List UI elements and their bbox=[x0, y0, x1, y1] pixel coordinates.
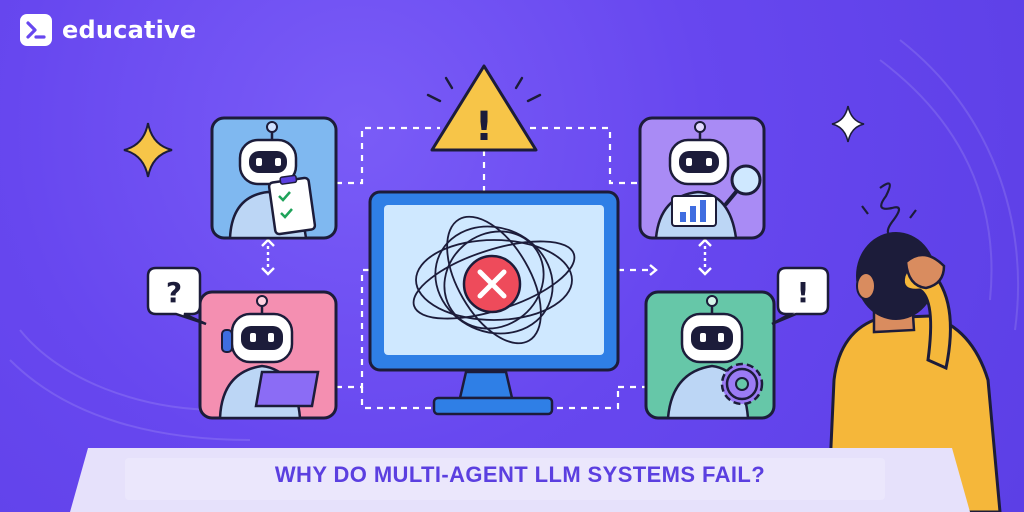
svg-text:!: ! bbox=[797, 276, 810, 309]
page-title: WHY DO MULTI-AGENT LLM SYSTEMS FAIL? bbox=[274, 462, 766, 487]
svg-text:?: ? bbox=[166, 276, 182, 309]
monitor bbox=[368, 190, 620, 416]
connector-arrows bbox=[261, 238, 712, 276]
sparkle-white-icon bbox=[831, 105, 865, 143]
terminal-prompt-icon bbox=[20, 14, 52, 46]
error-icon bbox=[462, 254, 522, 314]
confusion-squiggle-icon bbox=[861, 182, 917, 238]
brand-name: educative bbox=[62, 16, 197, 44]
robot-card-operator bbox=[644, 290, 776, 420]
svg-text:!: ! bbox=[475, 104, 493, 150]
background-swirls bbox=[9, 39, 1020, 441]
exclamation-bubble: ! bbox=[771, 266, 830, 326]
tangled-scribble bbox=[412, 215, 576, 345]
gear-icon bbox=[720, 362, 764, 406]
robot-card-analyst bbox=[638, 116, 766, 240]
brand-logo[interactable]: educative bbox=[20, 14, 196, 46]
sparkle-gold-icon bbox=[123, 122, 173, 178]
robot-card-coder bbox=[198, 290, 338, 420]
title-banner: WHY DO MULTI-AGENT LLM SYSTEMS FAIL? bbox=[70, 448, 970, 512]
banner-highlight bbox=[125, 458, 885, 500]
question-bubble: ? bbox=[146, 266, 207, 326]
warning-triangle-icon: ! bbox=[426, 64, 542, 152]
robot-card-planner bbox=[210, 116, 338, 240]
